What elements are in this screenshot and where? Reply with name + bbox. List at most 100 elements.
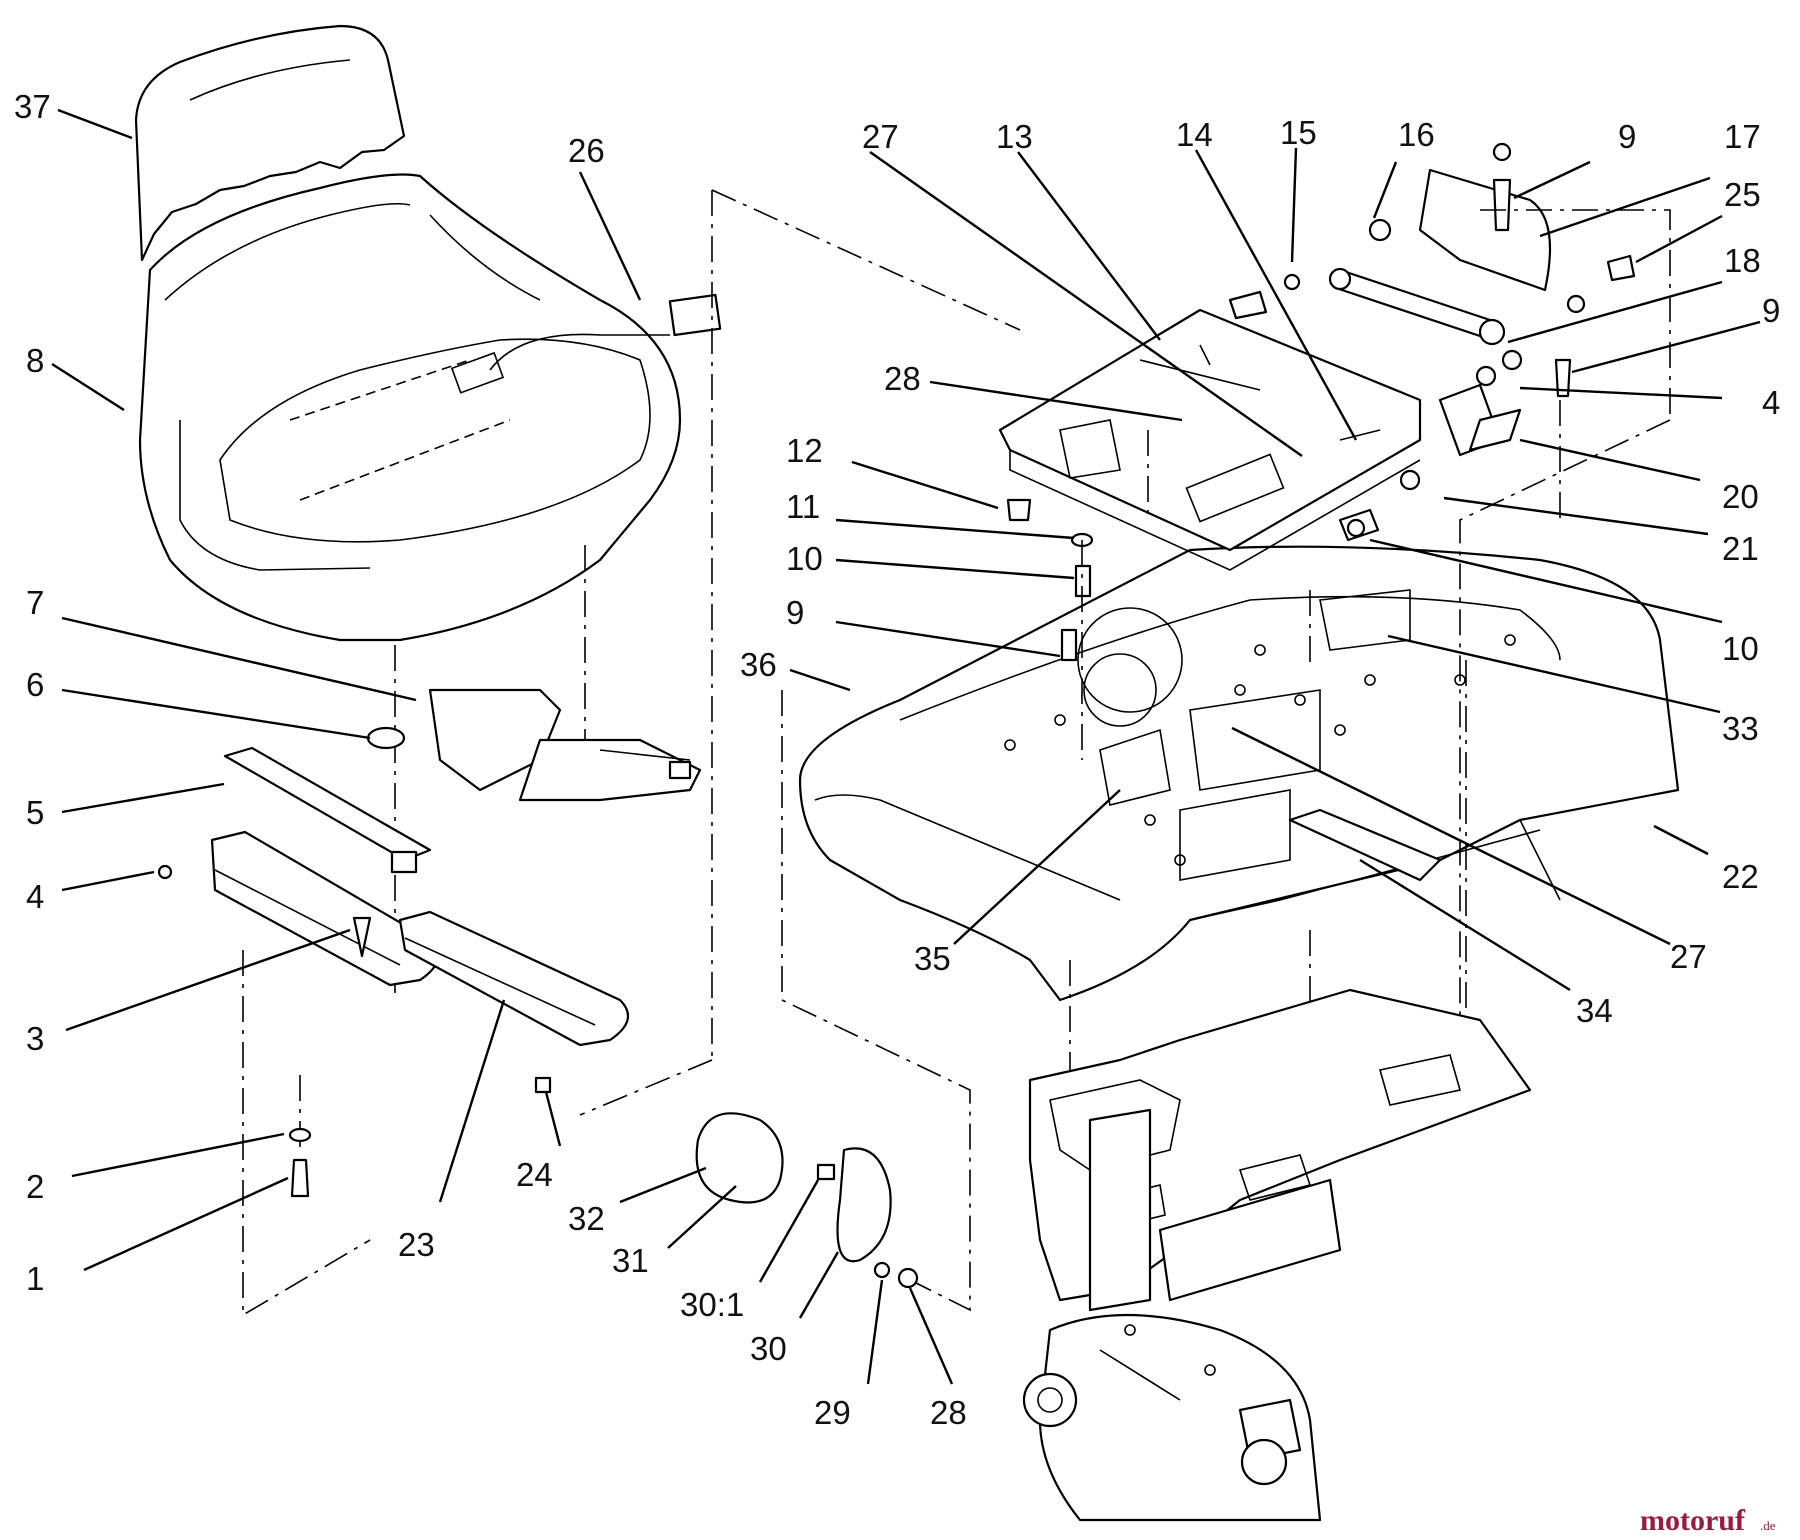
- leader-1: [83, 1176, 289, 1272]
- watermark-suffix: .de: [1760, 1518, 1776, 1533]
- callout-1: 1: [26, 1260, 44, 1297]
- callout-30: 30: [750, 1330, 787, 1367]
- leader-14: [1194, 149, 1358, 441]
- assembly-line: [1459, 419, 1671, 1030]
- seat-adjuster-bracket: [428, 688, 702, 802]
- callout-13: 13: [996, 118, 1033, 155]
- nut: [534, 1076, 552, 1094]
- bolt: [290, 1158, 310, 1198]
- callout-34: 34: [1576, 992, 1613, 1029]
- leader-9c: [835, 620, 1061, 658]
- leader-7: [61, 616, 417, 702]
- callout-25: 25: [1724, 176, 1761, 213]
- leader-17: [1539, 176, 1711, 238]
- seat-mount-rail: [223, 746, 432, 874]
- leader-3: [65, 928, 351, 1032]
- seat-switch-harness: [489, 293, 722, 371]
- leader-34: [1359, 858, 1571, 992]
- callout-2: 2: [26, 1168, 44, 1205]
- leader-8: [51, 362, 125, 412]
- leader-28a: [929, 380, 1183, 422]
- callout-5: 5: [26, 794, 44, 831]
- leader-9a: [1513, 160, 1591, 200]
- callout-21: 21: [1722, 530, 1759, 567]
- leader-33: [1387, 634, 1721, 714]
- callout-20: 20: [1722, 478, 1759, 515]
- callout-3: 3: [26, 1020, 44, 1057]
- leader-11: [835, 518, 1075, 540]
- watermark-brand: motoruf: [1640, 1504, 1746, 1537]
- leader-29: [866, 1279, 884, 1385]
- callout-10b: 10: [1722, 630, 1759, 667]
- leader-13: [1017, 151, 1161, 341]
- spacer-washer: [366, 726, 406, 750]
- callout-9a: 9: [1618, 118, 1636, 155]
- leader-10b: [1369, 538, 1723, 624]
- nut: [157, 864, 173, 880]
- leader-12: [851, 460, 999, 510]
- watermark: motoruf .de: [1640, 1504, 1776, 1537]
- leader-22: [1653, 824, 1709, 856]
- callout-28a: 28: [884, 360, 921, 397]
- leader-27b: [1231, 726, 1671, 946]
- callout-9b: 9: [1762, 292, 1780, 329]
- callout-29: 29: [814, 1394, 851, 1431]
- chassis-frame: [1028, 988, 1532, 1312]
- leader-5: [61, 782, 225, 814]
- leader-23: [438, 999, 506, 1203]
- callout-31: 31: [612, 1242, 649, 1279]
- leader-4b: [61, 870, 155, 892]
- assembly-line: [1480, 209, 1671, 420]
- leader-16: [1372, 161, 1398, 219]
- callout-10a: 10: [786, 540, 823, 577]
- leader-36: [789, 668, 851, 692]
- callout-12: 12: [786, 432, 823, 469]
- callout-22: 22: [1722, 858, 1759, 895]
- transaxle: [1022, 1313, 1322, 1522]
- lock-washer: [288, 1127, 312, 1143]
- leader-35: [953, 789, 1121, 945]
- callout-16: 16: [1398, 116, 1435, 153]
- callout-36: 36: [740, 646, 777, 683]
- callout-6: 6: [26, 666, 44, 703]
- callout-14: 14: [1176, 116, 1213, 153]
- seat-pivot-bracket-right: [398, 910, 630, 1047]
- callout-8: 8: [26, 342, 44, 379]
- fasteners: [1006, 142, 1636, 662]
- callout-28b: 28: [930, 1394, 967, 1431]
- leader-25: [1635, 214, 1723, 264]
- seat: [138, 173, 682, 642]
- leader-15: [1290, 147, 1298, 263]
- callout-24: 24: [516, 1156, 553, 1193]
- bolt: [352, 916, 372, 958]
- leader-37: [57, 108, 133, 140]
- leader-27a: [869, 151, 1303, 457]
- callout-11: 11: [786, 488, 820, 525]
- leader-18: [1507, 280, 1723, 344]
- leader-21: [1443, 496, 1709, 536]
- callout-15: 15: [1280, 114, 1317, 151]
- callout-23: 23: [398, 1226, 435, 1263]
- leader-28b: [908, 1287, 954, 1385]
- leader-10a: [835, 558, 1075, 580]
- leader-30: [798, 1251, 840, 1319]
- leader-31: [667, 1185, 737, 1249]
- assembly-line: [242, 950, 371, 1317]
- callout-27b: 27: [1670, 938, 1707, 975]
- callout-32: 32: [568, 1200, 605, 1237]
- assembly-line: [711, 189, 1021, 331]
- callout-18: 18: [1724, 242, 1761, 279]
- callout-30-1: 30:1: [680, 1286, 744, 1323]
- leader-4a: [1519, 386, 1723, 400]
- assembly-line: [579, 1059, 713, 1116]
- callout-26: 26: [568, 132, 605, 169]
- leader-32: [619, 1166, 707, 1204]
- callout-37: 37: [14, 88, 51, 125]
- callout-17: 17: [1724, 118, 1761, 155]
- leader-9b: [1571, 320, 1761, 374]
- leader-24: [544, 1091, 562, 1147]
- seat-back-cover: [134, 24, 406, 262]
- leader-2: [71, 1132, 285, 1178]
